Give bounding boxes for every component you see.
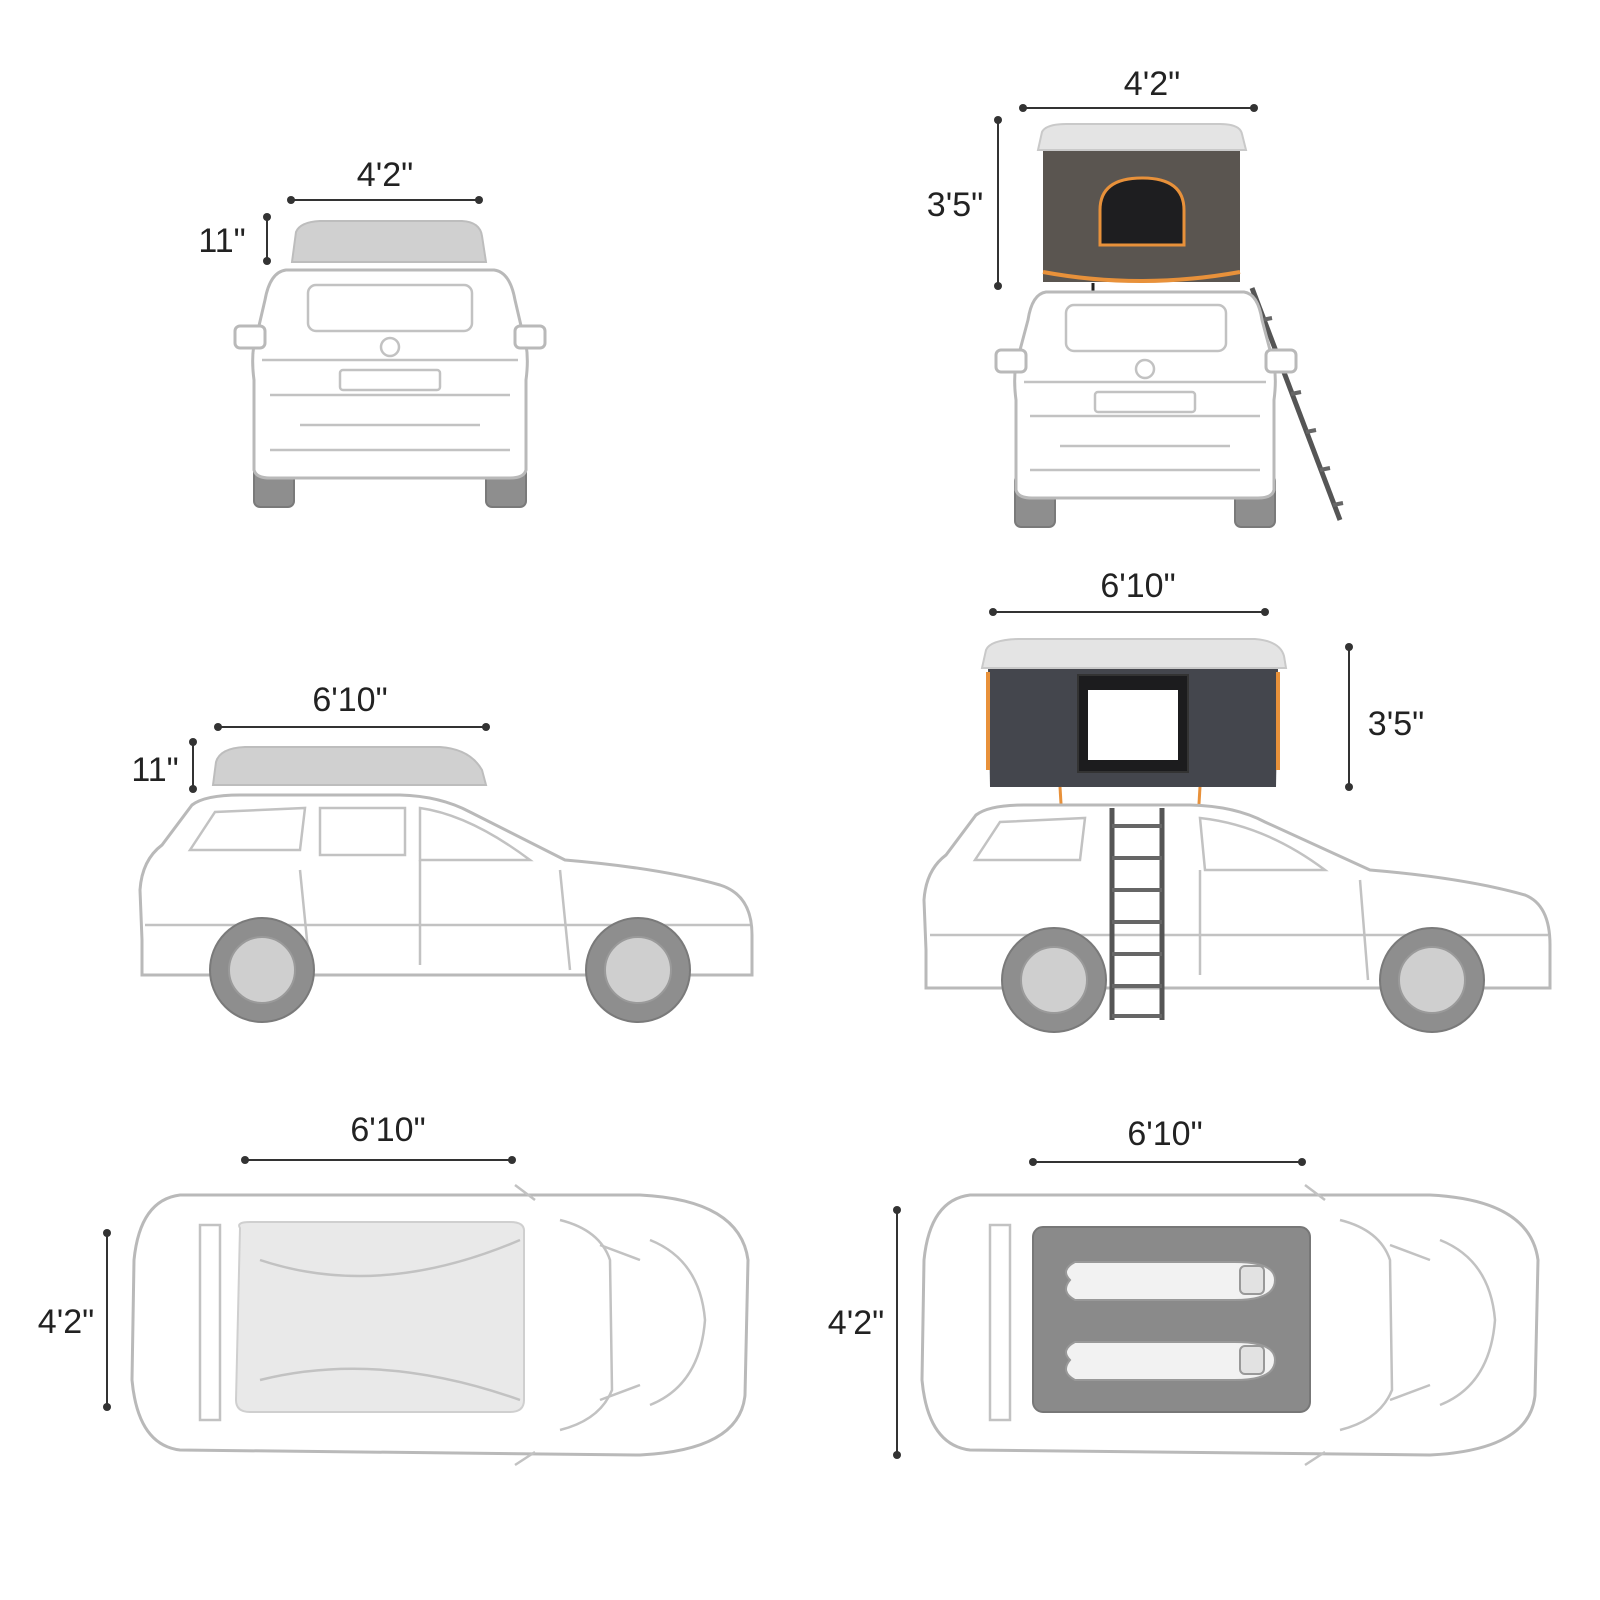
sleeping-bag-icon: [1065, 1261, 1277, 1301]
ladder-icon: [1109, 808, 1165, 1020]
closed-tent-shell: [234, 1221, 526, 1413]
top-closed-width-label: 4'2": [38, 1303, 94, 1341]
side-open-view: 6'10" 3'5": [922, 567, 1552, 1033]
open-tent-rear: [1036, 123, 1248, 318]
side-open-height-dimension: 3'5": [1345, 643, 1424, 791]
rear-closed-view: 4'2" 11": [198, 156, 547, 508]
rear-closed-height-dimension: 11": [198, 213, 271, 265]
side-open-length-dimension: 6'10": [989, 567, 1269, 616]
open-tent-side: [980, 638, 1288, 821]
side-closed-length-label: 6'10": [312, 681, 387, 719]
top-open-width-dimension: 4'2": [828, 1206, 901, 1459]
side-closed-view: 6'10" 11": [131, 681, 754, 1023]
top-open-view: 6'10" 4'2": [828, 1115, 1540, 1467]
car-side-icon: [138, 793, 754, 1023]
rear-open-height-dimension: 3'5": [927, 116, 1002, 290]
car-rear-icon: [994, 290, 1298, 528]
open-tent-floor: [1032, 1226, 1311, 1413]
top-closed-length-dimension: 6'10": [241, 1111, 516, 1164]
car-side-icon: [922, 803, 1552, 1033]
rear-open-view: 4'2" 3'5": [927, 65, 1344, 528]
side-open-length-label: 6'10": [1100, 567, 1175, 605]
side-closed-height-dimension: 11": [131, 738, 197, 793]
top-open-length-label: 6'10": [1127, 1115, 1202, 1153]
top-closed-length-label: 6'10": [350, 1111, 425, 1149]
rear-closed-width-dimension: 4'2": [287, 156, 483, 204]
closed-tent-shell: [290, 220, 488, 263]
car-rear-icon: [233, 268, 547, 508]
top-open-length-dimension: 6'10": [1029, 1115, 1306, 1166]
rear-open-width-label: 4'2": [1124, 65, 1180, 103]
sleeping-bag-icon: [1065, 1341, 1277, 1381]
closed-tent-shell: [211, 746, 488, 786]
side-open-height-label: 3'5": [1368, 705, 1424, 743]
top-closed-view: 6'10" 4'2": [38, 1111, 750, 1467]
top-open-width-label: 4'2": [828, 1304, 884, 1342]
rear-open-width-dimension: 4'2": [1019, 65, 1258, 112]
rear-closed-width-label: 4'2": [357, 156, 413, 194]
side-closed-length-dimension: 6'10": [214, 681, 490, 731]
rear-open-height-label: 3'5": [927, 186, 983, 224]
side-closed-height-label: 11": [131, 751, 178, 789]
rear-closed-height-label: 11": [198, 222, 245, 260]
top-closed-width-dimension: 4'2": [38, 1229, 111, 1411]
